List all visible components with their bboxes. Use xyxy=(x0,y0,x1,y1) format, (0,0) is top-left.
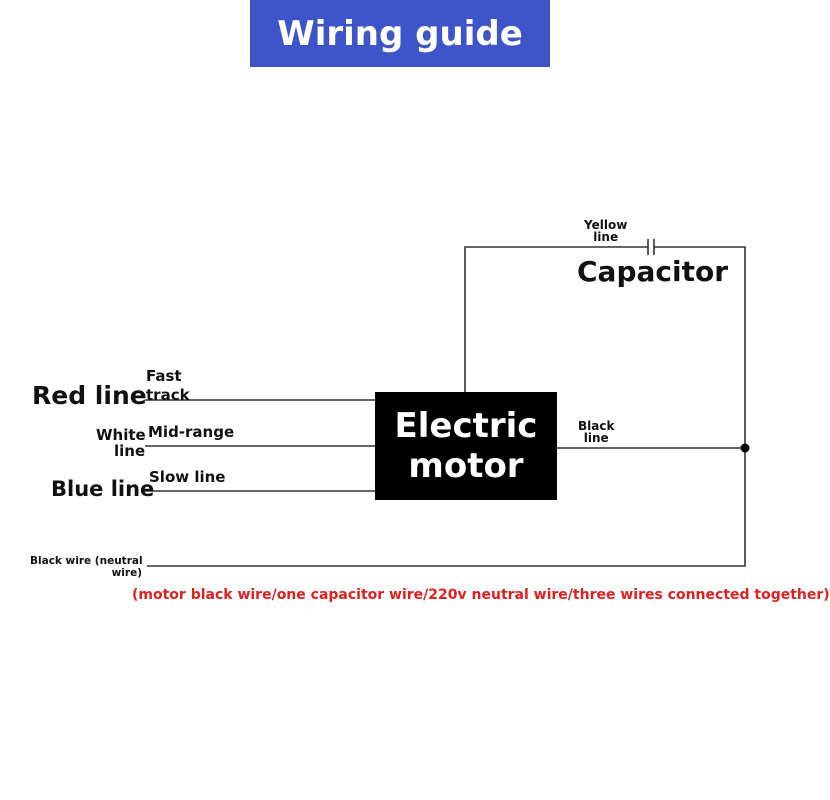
black-line-label: Black line xyxy=(578,420,614,444)
motor-label-2: motor xyxy=(408,446,524,486)
slow-line-label: Slow line xyxy=(149,468,226,486)
junction-dot xyxy=(740,443,750,453)
black-line-label-1: Black xyxy=(578,419,615,433)
yellow-line-label-2: line xyxy=(593,230,619,244)
yellow-wire xyxy=(464,246,648,392)
neutral-wire-label: Black wire (neutral wire) xyxy=(30,555,143,579)
title-banner: Wiring guide xyxy=(250,0,550,67)
white-line-label-2: line xyxy=(114,442,146,460)
electric-motor-box: Electric motor xyxy=(375,392,557,500)
yellow-line-label: Yellow line xyxy=(584,219,627,243)
fast-label-1: Fast xyxy=(146,367,182,385)
fast-label-2: track xyxy=(146,386,190,404)
title-text: Wiring guide xyxy=(277,13,523,54)
neutral-wire-label-1: Black wire (neutral xyxy=(30,555,143,567)
capacitor-return-wire xyxy=(654,246,746,448)
white-line-label-1: White xyxy=(96,426,146,444)
mid-range-label: Mid-range xyxy=(148,423,235,441)
capacitor-label: Capacitor xyxy=(577,255,729,288)
red-line-label: Red line xyxy=(32,381,147,410)
motor-label-1: Electric xyxy=(394,406,538,446)
yellow-line-label-1: Yellow xyxy=(584,218,628,232)
neutral-wire xyxy=(147,448,746,567)
neutral-wire-label-2: wire) xyxy=(111,567,142,579)
blue-line-label: Blue line xyxy=(51,477,155,501)
black-line-label-2: line xyxy=(583,431,609,445)
wiring-diagram xyxy=(145,239,750,567)
connection-note: (motor black wire/one capacitor wire/220… xyxy=(132,587,830,603)
